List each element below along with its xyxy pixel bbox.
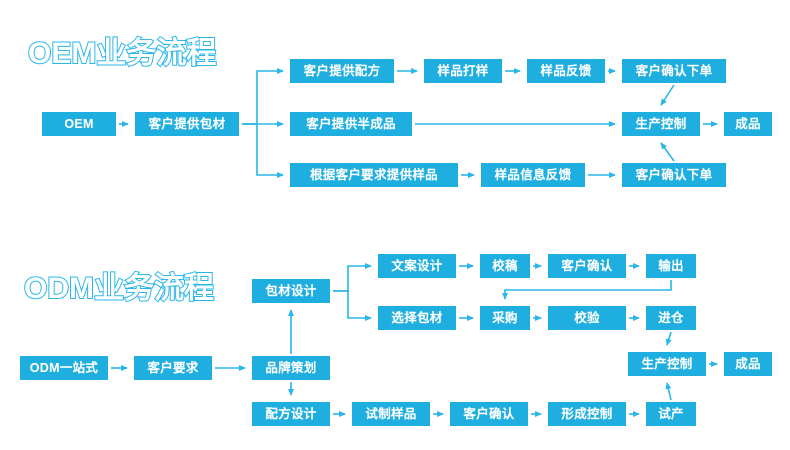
node-odm-output[interactable]: 输出 [646, 254, 696, 278]
node-oem-r1-c[interactable]: 样品反馈 [527, 59, 605, 83]
node-oem-done[interactable]: 成品 [724, 112, 772, 136]
node-oem-prod[interactable]: 生产控制 [622, 112, 700, 136]
node-odm-selectpkg[interactable]: 选择包材 [378, 306, 456, 330]
connector-oem-pack-to-oem-r3-a [242, 123, 284, 178]
node-odm-prod[interactable]: 生产控制 [628, 352, 706, 376]
node-odm-trial[interactable]: 试产 [646, 402, 696, 426]
node-odm-pkgdesign[interactable]: 包材设计 [252, 279, 330, 303]
node-odm-control[interactable]: 形成控制 [548, 402, 626, 426]
node-odm-start[interactable]: ODM一站式 [20, 356, 108, 380]
connector-odm-pkgdesign-to-odm-copy [333, 262, 372, 292]
node-odm-purchase[interactable]: 采购 [480, 306, 530, 330]
node-odm-done[interactable]: 成品 [724, 352, 772, 376]
connector-odm-output-to-odm-purchase [502, 280, 672, 300]
node-odm-proof[interactable]: 校稿 [480, 254, 530, 278]
node-odm-warehouse[interactable]: 进仓 [646, 306, 696, 330]
connector-oem-pack-to-oem-r1-a [242, 67, 284, 125]
node-oem-pack[interactable]: 客户提供包材 [135, 112, 239, 136]
node-odm-confirm2[interactable]: 客户确认 [450, 402, 528, 426]
node-odm-sample[interactable]: 试制样品 [352, 402, 430, 426]
node-odm-req[interactable]: 客户要求 [134, 356, 212, 380]
connector-odm-pkgdesign-to-odm-selectpkg [333, 290, 372, 321]
node-odm-confirm1[interactable]: 客户确认 [548, 254, 626, 278]
connector-oem-r1-d-to-oem-prod [660, 84, 675, 106]
connector-odm-trial-to-odm-prod [665, 382, 672, 401]
section-title-oem: OEM业务流程 [27, 36, 217, 70]
node-oem-r3-c[interactable]: 客户确认下单 [622, 163, 726, 187]
connector-oem-r3-c-to-oem-prod [660, 142, 675, 162]
node-oem-r1-b[interactable]: 样品打样 [424, 59, 502, 83]
node-oem-r1-a[interactable]: 客户提供配方 [290, 59, 394, 83]
node-odm-brand[interactable]: 品牌策划 [252, 356, 330, 380]
node-oem-r3-a[interactable]: 根据客户要求提供样品 [290, 163, 458, 187]
section-title-odm: ODM业务流程 [23, 271, 215, 305]
node-oem-r2-a[interactable]: 客户提供半成品 [290, 112, 412, 136]
node-odm-formula[interactable]: 配方设计 [252, 402, 330, 426]
node-oem-r1-d[interactable]: 客户确认下单 [622, 59, 726, 83]
node-odm-inspect[interactable]: 校验 [548, 306, 626, 330]
node-oem-start[interactable]: OEM [42, 112, 116, 136]
node-odm-copy[interactable]: 文案设计 [378, 254, 456, 278]
node-oem-r3-b[interactable]: 样品信息反馈 [481, 163, 585, 187]
connector-odm-warehouse-to-odm-prod [665, 331, 672, 346]
